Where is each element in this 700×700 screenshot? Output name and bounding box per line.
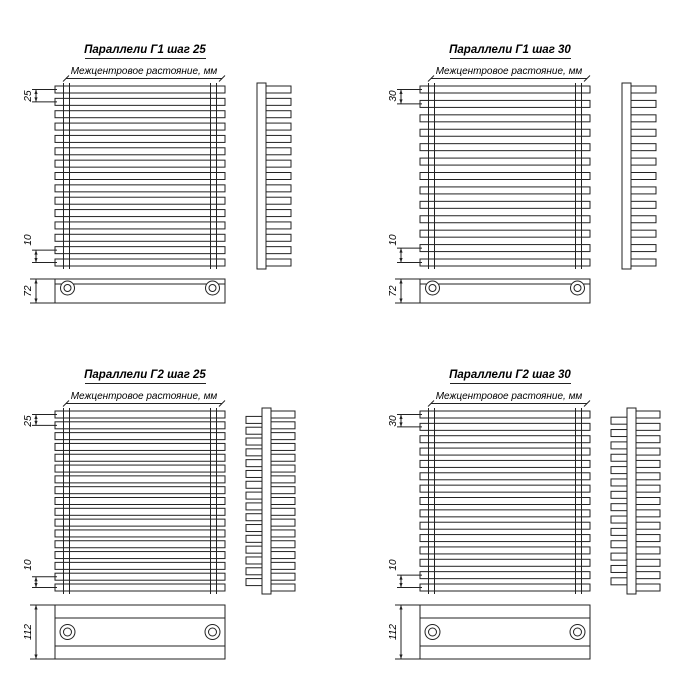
dimension-base-depth: 112 <box>23 624 34 640</box>
bottom-view <box>54 604 226 660</box>
drawing-geometry <box>30 400 296 660</box>
dimension-gap: 10 <box>23 234 34 246</box>
quadrant-title: Параллели Г2 шаг 30 <box>449 369 571 381</box>
drawing-geometry <box>395 400 661 660</box>
side-view <box>610 407 661 595</box>
dimension-base-depth: 112 <box>388 624 399 640</box>
side-view <box>256 82 292 270</box>
drawing-g2-step30: Параллели Г2 шаг 30 Межцентровое растоян… <box>388 369 661 660</box>
front-view <box>54 83 226 269</box>
quadrant-title: Параллели Г2 шаг 25 <box>84 369 206 381</box>
center-distance-label: Межцентровое растояние, мм <box>436 66 583 77</box>
drawing-g2-step25: Параллели Г2 шаг 25 Межцентровое растоян… <box>23 369 296 660</box>
dimension-lines <box>395 400 591 660</box>
dimension-step: 25 <box>23 415 34 428</box>
drawing-g1-step25: Параллели Г1 шаг 25 Межцентровое растоян… <box>23 44 292 304</box>
front-view <box>419 408 591 594</box>
dimension-lines <box>30 75 226 304</box>
front-view <box>54 408 226 594</box>
front-view <box>419 83 591 269</box>
quadrant-g2-step25: Параллели Г2 шаг 25 Межцентровое растоян… <box>0 325 335 670</box>
bottom-view <box>419 278 591 304</box>
drawing-g1-step30: Параллели Г1 шаг 30 Межцентровое растоян… <box>388 44 657 304</box>
drawing-geometry <box>30 75 292 304</box>
center-distance-label: Межцентровое растояние, мм <box>71 391 218 402</box>
center-distance-label: Межцентровое растояние, мм <box>436 391 583 402</box>
side-view <box>245 407 296 595</box>
dimension-gap: 10 <box>388 234 399 246</box>
side-view <box>621 82 657 270</box>
drawing-geometry <box>395 75 657 304</box>
quadrant-title: Параллели Г1 шаг 30 <box>449 44 571 56</box>
center-distance-label: Межцентровое растояние, мм <box>71 66 218 77</box>
bottom-view <box>419 604 591 660</box>
quadrant-g1-step25: Параллели Г1 шаг 25 Межцентровое растоян… <box>0 0 335 345</box>
dimension-gap: 10 <box>388 559 399 571</box>
dimension-step: 25 <box>23 90 34 103</box>
dimension-lines <box>30 400 226 660</box>
dimension-gap: 10 <box>23 559 34 571</box>
dimension-base-depth: 72 <box>23 285 34 297</box>
quadrant-g2-step30: Параллели Г2 шаг 30 Межцентровое растоян… <box>365 325 700 670</box>
dimension-step: 30 <box>388 415 399 427</box>
bottom-view <box>54 278 226 304</box>
quadrant-title: Параллели Г1 шаг 25 <box>84 44 206 56</box>
quadrant-g1-step30: Параллели Г1 шаг 30 Межцентровое растоян… <box>365 0 700 345</box>
dimension-step: 30 <box>388 90 399 102</box>
dimension-lines <box>395 75 591 304</box>
dimension-base-depth: 72 <box>388 285 399 297</box>
